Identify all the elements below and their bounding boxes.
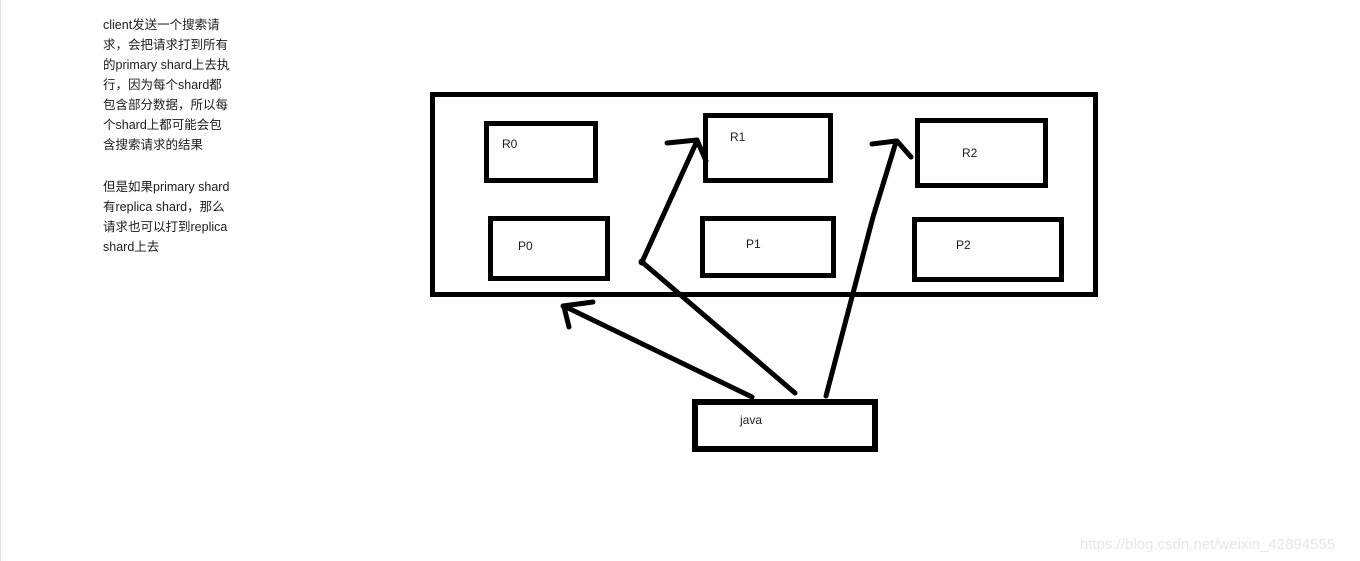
shard-label-p2: P2 — [956, 238, 971, 252]
note-paragraph-2: 但是如果primary shard有replica shard，那么请求也可以打… — [103, 180, 230, 254]
shard-box-p0: P0 — [488, 216, 610, 281]
shard-label-p0: P0 — [518, 239, 533, 253]
note-text: client发送一个搜索请求，会把请求打到所有的primary shard上去执… — [103, 15, 230, 257]
watermark: https://blog.csdn.net/weixin_42894555 — [1080, 536, 1336, 553]
shard-box-r1: R1 — [703, 113, 833, 183]
client-java-box: java — [692, 399, 878, 452]
left-edge-divider — [0, 0, 1, 561]
shard-label-p1: P1 — [746, 237, 761, 251]
shard-box-p1: P1 — [700, 216, 836, 278]
shard-label-r2: R2 — [962, 146, 978, 160]
shard-box-r0: R0 — [484, 121, 598, 183]
shard-box-r2: R2 — [915, 118, 1048, 188]
note-paragraph-1: client发送一个搜索请求，会把请求打到所有的primary shard上去执… — [103, 18, 230, 152]
shard-box-p2: P2 — [912, 217, 1064, 282]
client-java-label: java — [740, 413, 763, 427]
shard-label-r0: R0 — [502, 137, 518, 151]
arrow-java-to-cluster-left — [560, 299, 755, 400]
shard-label-r1: R1 — [730, 130, 746, 144]
